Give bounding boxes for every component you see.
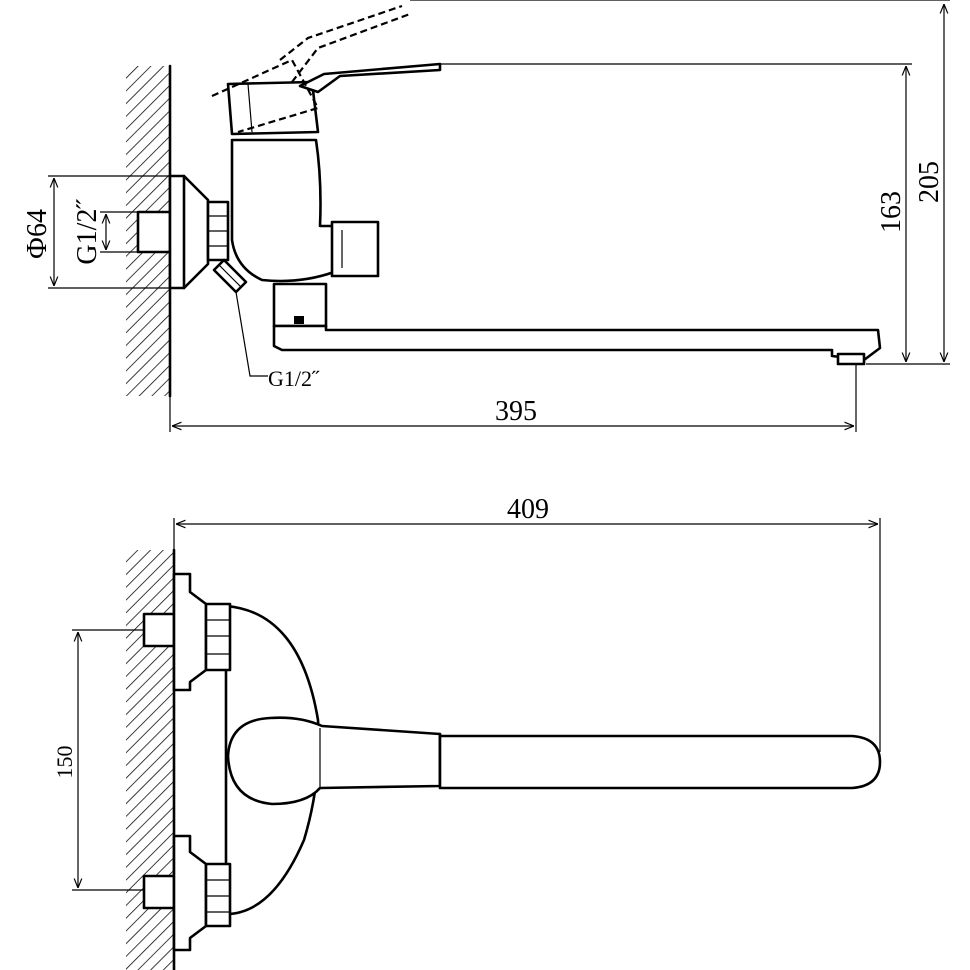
dim-length-side: 395 <box>495 396 537 427</box>
spout-top <box>438 734 882 790</box>
lever-cap <box>226 80 320 136</box>
side-view: 395 205 163 Ф64 G1/2˝ G1/2˝ <box>22 0 950 432</box>
dim-lower-thread: G1/2˝ <box>268 366 320 391</box>
dim-inlet-thread: G1/2˝ <box>72 199 103 265</box>
lever-handle <box>298 62 442 94</box>
mixer-body-side <box>230 138 336 283</box>
inlet-pipe <box>136 210 172 254</box>
wall-flange <box>168 174 186 290</box>
dim-flange-diameter: Ф64 <box>22 209 53 259</box>
lower-connector-top <box>142 834 232 952</box>
aerator <box>836 352 866 366</box>
lever-raised-position <box>211 4 411 134</box>
diverter-block <box>330 220 380 278</box>
spout-side <box>272 324 882 362</box>
dim-height-outer: 205 <box>914 161 945 203</box>
upper-connector-top <box>142 572 232 692</box>
lever-handle-top <box>226 716 442 806</box>
dim-length-top: 409 <box>507 494 549 525</box>
thread-leader-lower <box>235 291 268 377</box>
hex-nut-side <box>206 200 230 262</box>
angled-outlet-connector <box>212 258 248 294</box>
flange-taper <box>182 174 210 290</box>
dim-height-inner: 163 <box>876 191 907 233</box>
top-view: 409 150 <box>52 494 882 970</box>
dim-center-distance: 150 <box>52 746 77 779</box>
